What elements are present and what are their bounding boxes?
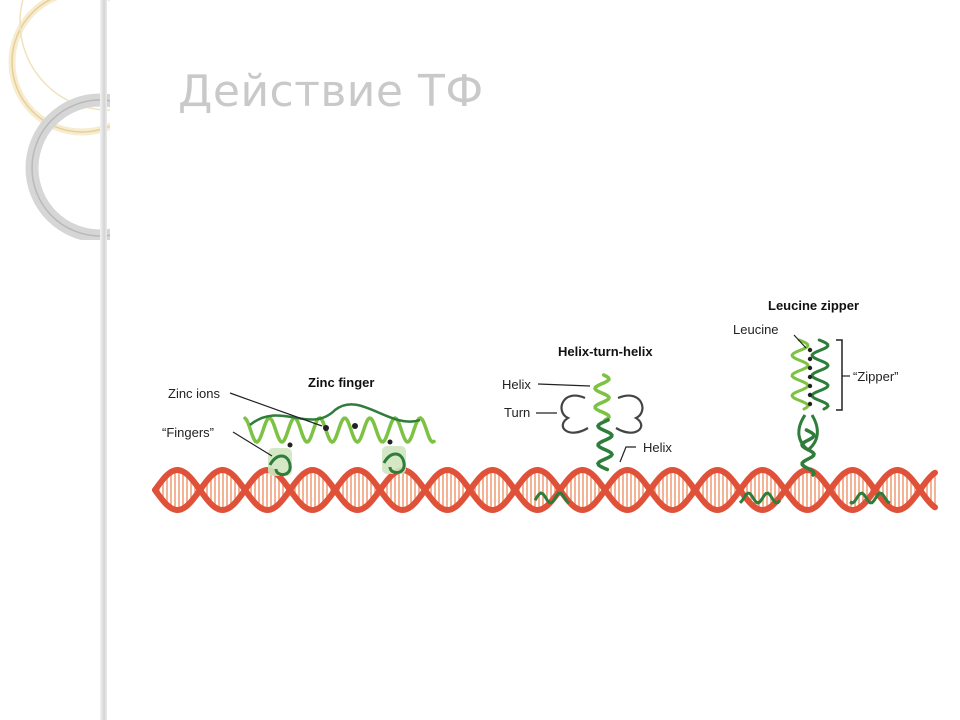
zinc-ion — [352, 423, 358, 429]
decorative-circles — [8, 0, 110, 240]
zinc-ions-pointer — [229, 392, 323, 427]
helix-turn-helix-title: Helix-turn-helix — [558, 344, 653, 359]
zinc-finger-backbone — [249, 403, 421, 426]
helix-label-lower: Helix — [643, 440, 672, 455]
leucine-residue — [807, 401, 813, 407]
dna-bound-protein-segment — [533, 491, 570, 505]
finger-highlight-right — [382, 446, 406, 474]
dna-binding-motifs-diagram: Zinc finger Zinc ions “Fingers” Helix-tu… — [152, 298, 938, 514]
leucine-residue — [807, 383, 813, 389]
zinc-finger-protein — [243, 415, 436, 445]
zipper-label: “Zipper” — [853, 369, 899, 384]
zipper-helix-left — [790, 338, 810, 411]
zinc-finger-title: Zinc finger — [308, 375, 374, 390]
fingers-label: “Fingers” — [162, 425, 214, 440]
zinc-ion — [387, 439, 393, 445]
leucine-label: Leucine — [733, 322, 779, 337]
helix-pointer-2 — [619, 446, 636, 463]
dna-bound-protein-segment — [849, 491, 891, 505]
leucine-residue — [807, 392, 813, 398]
zinc-ions-label: Zinc ions — [168, 386, 221, 401]
turn-loop-left — [560, 394, 589, 434]
htH-upper-helix — [592, 373, 611, 422]
zipper-helix-right — [810, 338, 830, 411]
dna-double-helix — [152, 466, 938, 514]
zinc-ion — [323, 425, 329, 431]
leucine-zipper-motif: Leucine zipper Leucine “Zipper” — [733, 298, 899, 477]
leucine-residue — [807, 356, 813, 362]
leucine-pointer — [793, 334, 807, 349]
side-bar — [100, 0, 107, 720]
turn-label: Turn — [504, 405, 530, 420]
zinc-ion — [287, 442, 293, 448]
turn-loop-right — [615, 394, 644, 434]
dna-strand-a — [152, 466, 938, 514]
zipper-bracket — [836, 339, 843, 411]
slide-title: Действие ТФ — [178, 66, 484, 117]
leucine-zipper-title: Leucine zipper — [768, 298, 859, 313]
zinc-finger-motif: Zinc finger Zinc ions “Fingers” — [162, 375, 436, 476]
fingers-pointer — [232, 431, 273, 457]
leucine-residues — [807, 347, 813, 407]
helix-turn-helix-motif: Helix-turn-helix Helix Turn Helix — [502, 344, 672, 472]
dna-strand-b — [152, 466, 938, 514]
leucine-residue — [807, 347, 813, 353]
helix-pointer-1 — [537, 383, 591, 387]
finger-highlight-left — [268, 448, 292, 476]
leucine-residue — [807, 374, 813, 380]
zipper-stem-coil — [800, 428, 816, 477]
leucine-residue — [807, 365, 813, 371]
htH-lower-helix — [595, 418, 615, 472]
dna-bound-protein-segment — [738, 491, 782, 505]
helix-label-upper: Helix — [502, 377, 531, 392]
